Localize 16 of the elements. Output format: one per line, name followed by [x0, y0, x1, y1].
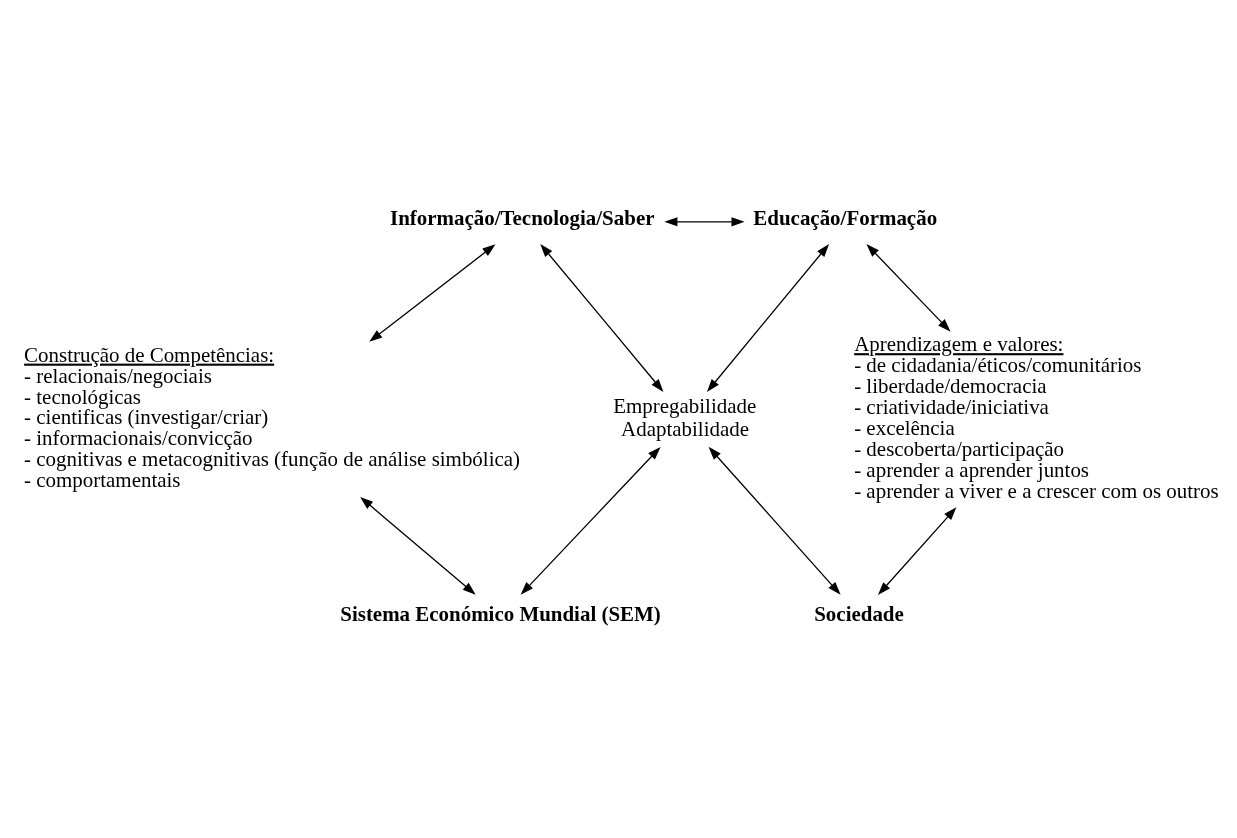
node-text: Empregabilidade Adaptabilidade — [613, 393, 757, 441]
node-text: Informação/Tecnologia/Saber — [390, 205, 655, 230]
node-text: Educação/Formação — [753, 205, 938, 230]
arrow — [520, 446, 661, 595]
arrow — [369, 243, 496, 342]
arrow — [708, 446, 841, 595]
arrow — [866, 243, 951, 332]
node-text: Sociedade — [814, 601, 904, 626]
arrow — [664, 216, 745, 226]
arrow — [706, 243, 830, 392]
node-text: Construção de Competências: - relacionais/negociais - tecnológicas - cientificas (investigar/criar) - informacionais/convicção - cognitivas e metacognitivas (função de análise simbólica) - comportamentais — [24, 342, 521, 492]
arrow — [877, 506, 957, 595]
arrow — [360, 496, 476, 595]
node-text: Aprendizagem e valores: - de cidadania/éticos/comunitários - liberdade/democracia - criatividade/iniciativa - excelência - descoberta/participação - aprender a aprender juntos - aprender a viver e a crescer com os outros — [854, 331, 1219, 503]
node-text: Sistema Económico Mundial (SEM) — [340, 601, 661, 626]
arrow — [540, 243, 664, 392]
